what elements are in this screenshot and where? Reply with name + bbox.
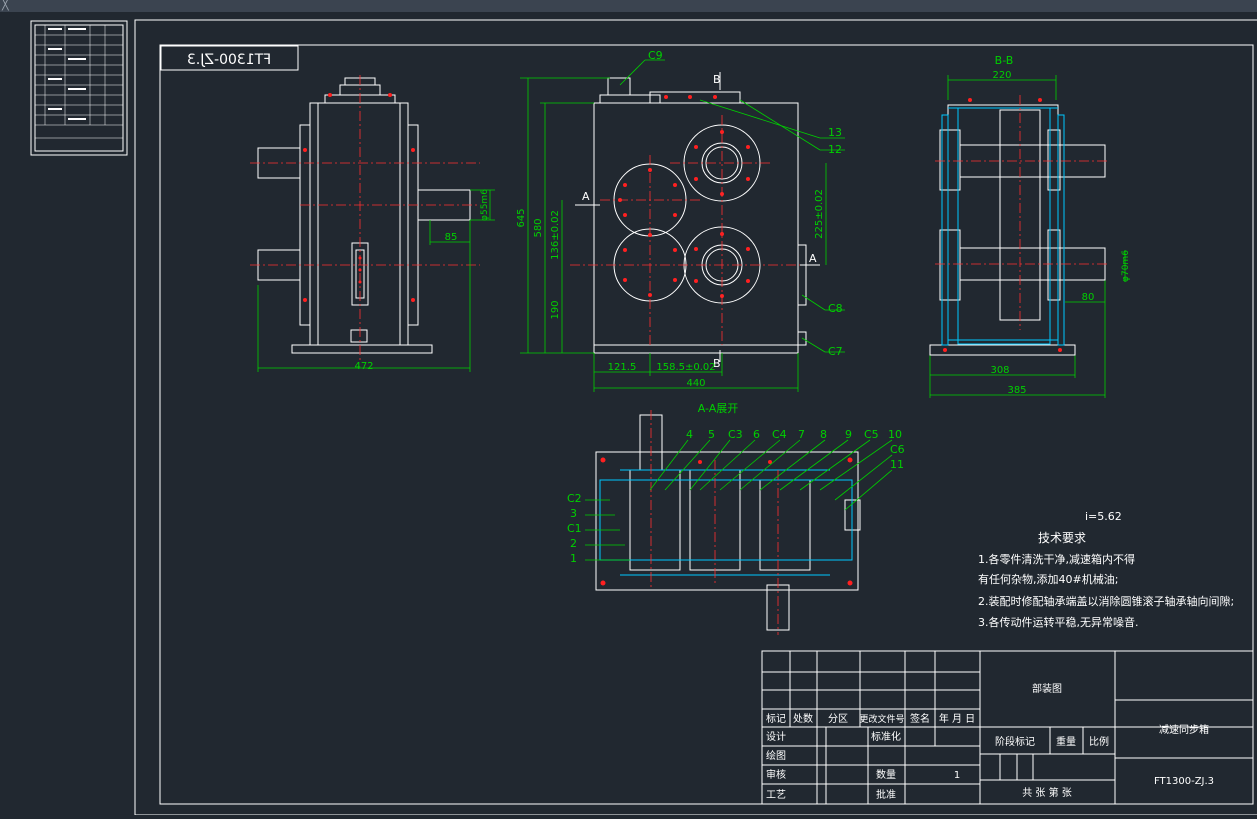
drawing-text: 标记 [766, 713, 786, 725]
drawing-text: 158.5±0.02 [656, 362, 715, 373]
drawing-text: 1.各零件清洗干净,减速箱内不得 [978, 552, 1135, 566]
drawing-text: 7 [798, 428, 805, 441]
drawing-text: 580 [533, 218, 544, 237]
drawing-text: C9 [648, 49, 663, 62]
drawing-text: 472 [354, 361, 373, 372]
drawing-text: 6 [753, 428, 760, 441]
drawing-text: C7 [828, 345, 843, 358]
drawing-text: 年 月 日 [939, 712, 975, 725]
drawing-text: 部装图 [1032, 682, 1062, 695]
drawing-text: 10 [888, 428, 902, 441]
drawing-text: 13 [828, 126, 842, 139]
drawing-text: 440 [686, 378, 705, 389]
drawing-text: φ55m6 [480, 189, 490, 221]
section-bb-view[interactable]: B-B 220 308 385 80 φ70m6 [929, 54, 1131, 398]
drawing-text: 5 [708, 428, 715, 441]
drawing-text: 审核 [766, 768, 786, 781]
drawing-text: 385 [1007, 385, 1026, 396]
drawing-text: C8 [828, 302, 843, 315]
drawing-text: 分区 [828, 713, 848, 725]
drawing-text: FT1300-ZJ.3 [1154, 776, 1214, 787]
drawing-text: 225±0.02 [814, 189, 825, 239]
drawing-text: 标准化 [871, 730, 901, 743]
side-view[interactable]: 472 85 φ55m6 [250, 75, 495, 372]
drawing-text: i=5.62 [1085, 510, 1122, 523]
drawing-text: 共 张 第 张 [1022, 786, 1072, 799]
drawing-text: 80 [1082, 292, 1095, 303]
section-aa-view[interactable]: A-A展开 [567, 402, 905, 635]
drawing-text: 数量 [876, 768, 896, 781]
drawing-text: 3.各传动件运转平稳,无异常噪音. [978, 615, 1139, 629]
drawing-text: C2 [567, 492, 582, 505]
drawing-text: 技术要求 [1038, 531, 1086, 545]
drawing-text: C1 [567, 522, 582, 535]
drawing-text: 12 [828, 143, 842, 156]
drawing-text: 3 [570, 507, 577, 520]
drawing-text: 8 [820, 428, 827, 441]
drawing-text: 9 [845, 428, 852, 441]
drawing-text: 2 [570, 537, 577, 550]
drawing-text: 121.5 [608, 362, 637, 373]
drawing-text: 处数 [793, 712, 813, 725]
drawing-text: 更改文件号 [859, 713, 904, 725]
drawing-text: 85 [445, 232, 458, 243]
layout-thumbnail[interactable] [30, 20, 128, 156]
drawing-text: C6 [890, 443, 905, 456]
cad-canvas[interactable]: FT1300-ZJ.3 [0, 12, 1257, 816]
drawing-text: 190 [550, 300, 561, 319]
drawing-text: 645 [516, 208, 527, 227]
drawing-text: 4 [686, 428, 693, 441]
drawing-text: FT1300-ZJ.3 [187, 52, 271, 68]
drawing-text: 阶段标记 [995, 735, 1035, 748]
drawing-text: A [809, 252, 817, 265]
drawing-text: B [713, 73, 721, 86]
code-stamp: FT1300-ZJ.3 [160, 45, 299, 71]
drawing-text: φ70m6 [1121, 250, 1131, 282]
drawing-text: A [582, 190, 590, 203]
drawing-text: 绘图 [766, 749, 786, 762]
drawing-text: 减速同步箱 [1159, 723, 1209, 736]
drawing-text: 11 [890, 458, 904, 471]
drawing-text: 136±0.02 [550, 210, 561, 260]
technical-notes: i=5.62 技术要求 1.各零件清洗干净,减速箱内不得 有任何杂物,添加40#… [978, 510, 1234, 629]
drawing-text: 1 [954, 770, 960, 781]
drawing-text: 1 [570, 552, 577, 565]
drawing-text: B [713, 357, 721, 370]
drawing-text: 308 [990, 365, 1009, 376]
drawing-text: 有任何杂物,添加40#机械油; [978, 572, 1118, 586]
close-icon[interactable]: ╳ [2, 0, 9, 11]
drawing-text: C4 [772, 428, 787, 441]
title-bar: ╳ [0, 0, 1257, 12]
drawing-text: 220 [992, 70, 1011, 81]
drawing-text: 设计 [766, 730, 786, 743]
drawing-text: 比例 [1089, 735, 1109, 748]
drawing-text: 签名 [910, 712, 930, 725]
drawing-text: 2.装配时修配轴承端盖以消除圆锥滚子轴承轴向间隙; [978, 594, 1234, 608]
title-block[interactable]: 标记 处数 分区 更改文件号 签名 年 月 日 设计 标准化 绘图 审核 数量 … [761, 650, 1254, 805]
front-view[interactable]: A A B B 645 580 136±0.02 190 225±0.02 12… [516, 49, 845, 392]
drawing-text: C5 [864, 428, 879, 441]
drawing-text: C3 [728, 428, 743, 441]
sheet-frame [134, 19, 1257, 816]
drawing-text: A-A展开 [698, 402, 739, 415]
drawing-text: 批准 [876, 788, 896, 801]
drawing-text: 工艺 [766, 789, 786, 801]
drawing-text: B-B [995, 54, 1014, 67]
drawing-text: 重量 [1056, 735, 1076, 748]
